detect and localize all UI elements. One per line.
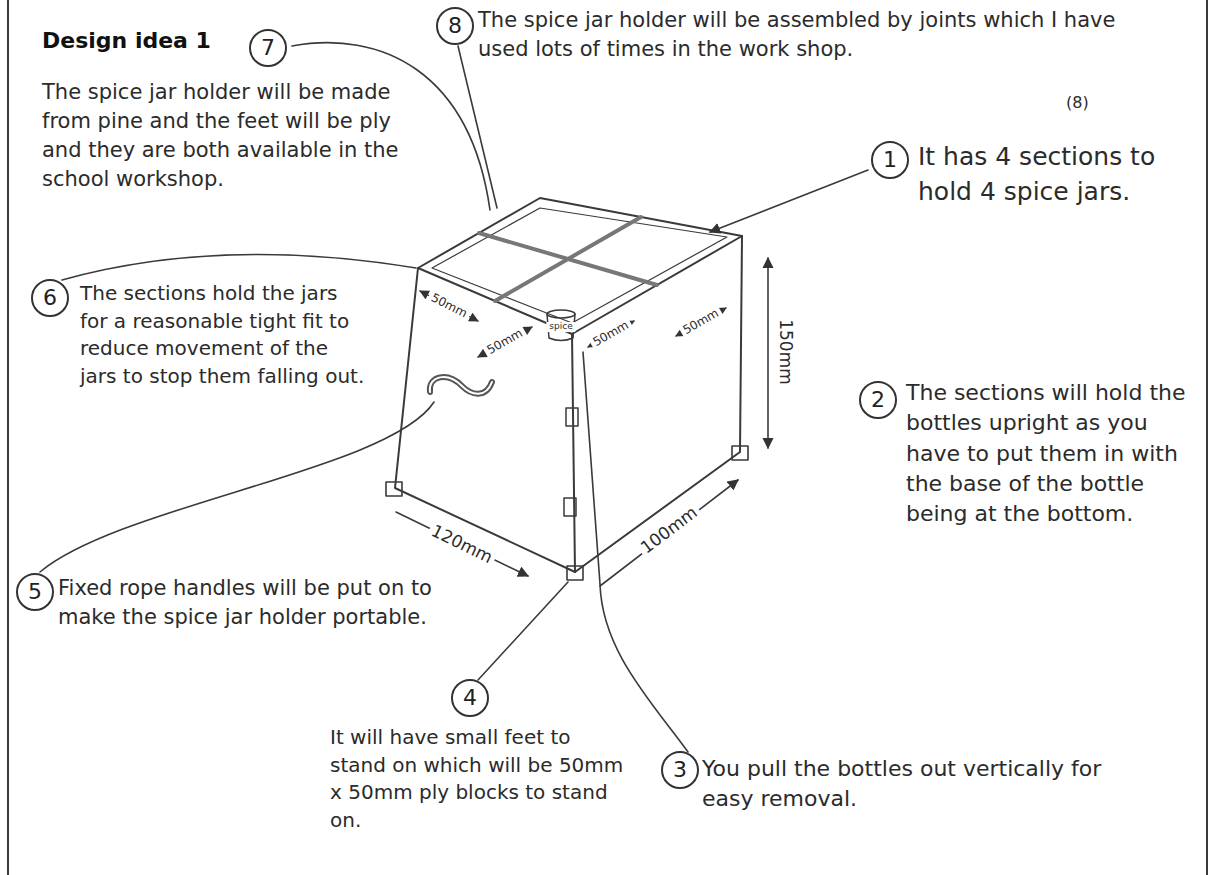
callout-number: 2 bbox=[871, 389, 885, 411]
dimension-arrow bbox=[600, 480, 738, 586]
callout-circle: 5 bbox=[16, 573, 54, 611]
callout-circle: 7 bbox=[249, 29, 287, 67]
dimension-label: spice bbox=[546, 322, 575, 332]
leader-line bbox=[458, 46, 497, 208]
leader-arrow bbox=[710, 170, 868, 232]
dimension-label: 150mm bbox=[777, 316, 796, 388]
foot-block bbox=[567, 566, 583, 580]
mark-label: (8) bbox=[1066, 92, 1089, 114]
callout-number: 7 bbox=[261, 37, 275, 59]
annotation-note: The spice jar holder will be made from p… bbox=[42, 78, 432, 194]
annotation-note: You pull the bottles out vertically for … bbox=[702, 754, 1142, 815]
callout-number: 1 bbox=[883, 149, 897, 171]
joint-mark bbox=[566, 408, 578, 426]
annotation-note: It has 4 sections to hold 4 spice jars. bbox=[918, 140, 1203, 209]
callout-number: 5 bbox=[28, 581, 42, 603]
dimension-label: 50mm bbox=[678, 305, 723, 339]
foot-block bbox=[386, 482, 402, 496]
annotation-note: Fixed rope handles will be put on to mak… bbox=[58, 574, 478, 632]
dimension-label: 100mm bbox=[635, 501, 703, 559]
dimension-arrow bbox=[767, 258, 769, 448]
callout-circle: 2 bbox=[859, 381, 897, 419]
dimension-label: 50mm bbox=[482, 325, 527, 359]
sheet-title: Design idea 1 bbox=[42, 28, 211, 53]
dimension-arrow bbox=[396, 512, 528, 576]
callout-circle: 1 bbox=[871, 141, 909, 179]
box-rim bbox=[432, 208, 727, 323]
leader-line bbox=[478, 582, 568, 680]
box-right-face bbox=[575, 236, 742, 572]
joint-mark bbox=[564, 498, 576, 516]
leader-line bbox=[40, 402, 434, 572]
leader-line bbox=[583, 352, 688, 752]
rope-handle bbox=[430, 377, 492, 394]
spice-jar bbox=[547, 310, 575, 318]
rope-handle bbox=[430, 377, 492, 394]
spice-jar bbox=[547, 314, 575, 341]
dimension-label: 50mm bbox=[426, 290, 472, 322]
leader-line bbox=[62, 255, 416, 280]
annotation-note: It will have small feet to stand on whic… bbox=[330, 724, 630, 834]
callout-circle: 3 bbox=[661, 751, 699, 789]
callout-number: 8 bbox=[448, 15, 462, 37]
dimension-label: 120mm bbox=[426, 520, 499, 568]
annotation-note: The sections will hold the bottles uprig… bbox=[906, 378, 1196, 530]
callout-number: 3 bbox=[673, 759, 687, 781]
callout-number: 4 bbox=[463, 687, 477, 709]
dimension-label: 50mm bbox=[588, 317, 633, 351]
callout-circle: 4 bbox=[451, 679, 489, 717]
callout-number: 6 bbox=[43, 287, 57, 309]
foot-block bbox=[732, 446, 748, 460]
page-frame bbox=[7, 0, 9, 875]
box-top bbox=[418, 198, 742, 334]
callout-circle: 6 bbox=[31, 279, 69, 317]
callout-circle: 8 bbox=[436, 7, 474, 45]
divider bbox=[479, 233, 657, 285]
annotation-note: The sections hold the jars for a reasona… bbox=[80, 280, 370, 390]
annotation-note: The spice jar holder will be assembled b… bbox=[478, 6, 1128, 64]
page-frame bbox=[1206, 0, 1208, 875]
